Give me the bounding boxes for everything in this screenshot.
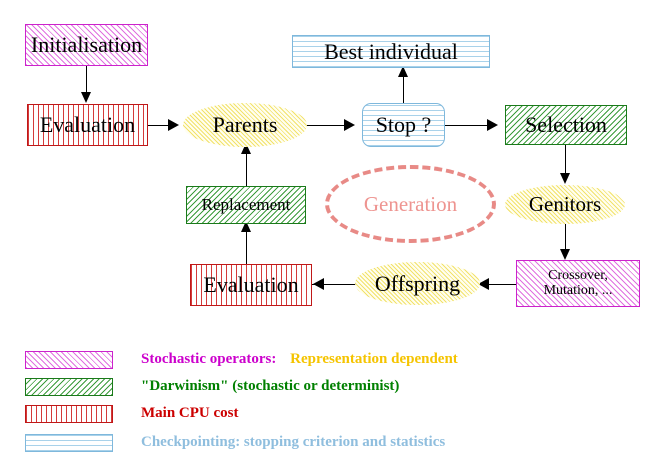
node-parents[interactable]: Parents xyxy=(183,103,307,147)
node-evaluation-bottom-label: Evaluation xyxy=(203,272,299,298)
legend-label-darwinism: "Darwinism" (stochastic or determinist) xyxy=(141,378,400,394)
legend-swatch-green xyxy=(25,377,113,396)
arrowhead-genitors-to-crossover xyxy=(560,249,570,260)
node-selection[interactable]: Selection xyxy=(505,105,627,145)
edge-evaluation-to-parents xyxy=(148,125,176,126)
legend-swatch-red xyxy=(25,404,113,423)
arrowhead-evaluation-to-replacement xyxy=(241,221,251,232)
arrowhead-replacement-to-parents xyxy=(241,143,251,154)
legend-row-checkpointing: Checkpointing: stopping criterion and st… xyxy=(25,433,445,452)
arrowhead-parents-to-stop xyxy=(344,119,355,131)
node-generation-label: Generation xyxy=(363,191,458,216)
node-best-individual-label: Best individual xyxy=(324,38,458,64)
arrowhead-stop-to-best-individual xyxy=(398,66,408,77)
node-crossover-mutation-label-line2: Mutation, ... xyxy=(543,282,613,298)
node-generation: Generation xyxy=(325,165,496,243)
edge-initialisation-to-evaluation xyxy=(86,66,87,94)
node-genitors[interactable]: Genitors xyxy=(505,185,625,224)
node-replacement-label: Replacement xyxy=(201,195,291,215)
node-parents-label: Parents xyxy=(212,112,278,138)
edge-crossover-to-offspring xyxy=(478,284,518,285)
node-evaluation-top[interactable]: Evaluation xyxy=(27,104,148,146)
node-offspring[interactable]: Offspring xyxy=(355,262,480,305)
node-best-individual[interactable]: Best individual xyxy=(292,35,490,68)
node-evaluation-bottom[interactable]: Evaluation xyxy=(190,264,312,306)
legend-swatch-magenta xyxy=(25,350,113,369)
legend-row-stochastic-operators: Stochastic operators: Representation dep… xyxy=(25,350,458,369)
node-genitors-label: Genitors xyxy=(528,192,602,217)
node-stop-label: Stop ? xyxy=(375,112,432,138)
legend-label-representation-dependent: Representation dependent xyxy=(290,351,458,367)
edge-replacement-to-parents xyxy=(246,150,247,186)
edge-offspring-to-evaluation xyxy=(312,284,357,285)
legend-text-main-cpu-cost: Main CPU cost xyxy=(141,405,239,422)
node-offspring-label: Offspring xyxy=(374,270,461,296)
node-crossover-mutation[interactable]: Crossover, Mutation, ... xyxy=(516,260,640,307)
node-initialisation[interactable]: Initialisation xyxy=(25,24,148,66)
node-stop[interactable]: Stop ? xyxy=(362,103,445,147)
arrowhead-evaluation-to-parents xyxy=(168,119,179,131)
legend-swatch-blue xyxy=(25,433,113,452)
arrowhead-offspring-to-evaluation xyxy=(313,278,324,290)
node-crossover-mutation-label-line1: Crossover, xyxy=(548,267,608,283)
arrowhead-selection-to-genitors xyxy=(560,173,570,184)
legend-text-stochastic-operators: Stochastic operators: Representation dep… xyxy=(141,351,458,368)
edge-parents-to-stop xyxy=(307,125,347,126)
arrowhead-stop-to-selection xyxy=(487,119,498,131)
node-selection-label: Selection xyxy=(525,112,607,138)
legend-label-main-cpu-cost: Main CPU cost xyxy=(141,405,239,421)
arrowhead-crossover-to-offspring xyxy=(478,278,489,290)
edge-stop-to-best-individual xyxy=(403,68,404,104)
legend-row-main-cpu-cost: Main CPU cost xyxy=(25,404,239,423)
node-initialisation-label: Initialisation xyxy=(30,32,143,58)
edge-selection-to-genitors xyxy=(565,145,566,175)
legend-label-stochastic-operators: Stochastic operators: xyxy=(141,351,277,367)
edge-evaluation-to-replacement xyxy=(246,226,247,266)
legend-text-checkpointing: Checkpointing: stopping criterion and st… xyxy=(141,434,445,451)
legend-label-checkpointing: Checkpointing: stopping criterion and st… xyxy=(141,434,446,450)
legend-row-darwinism: "Darwinism" (stochastic or determinist) xyxy=(25,377,399,396)
node-replacement[interactable]: Replacement xyxy=(186,186,306,224)
legend-text-darwinism: "Darwinism" (stochastic or determinist) xyxy=(141,378,399,395)
edge-genitors-to-crossover xyxy=(565,223,566,251)
arrowhead-initialisation-to-evaluation xyxy=(81,92,91,103)
node-evaluation-top-label: Evaluation xyxy=(39,112,136,138)
edge-stop-to-selection xyxy=(445,125,488,126)
